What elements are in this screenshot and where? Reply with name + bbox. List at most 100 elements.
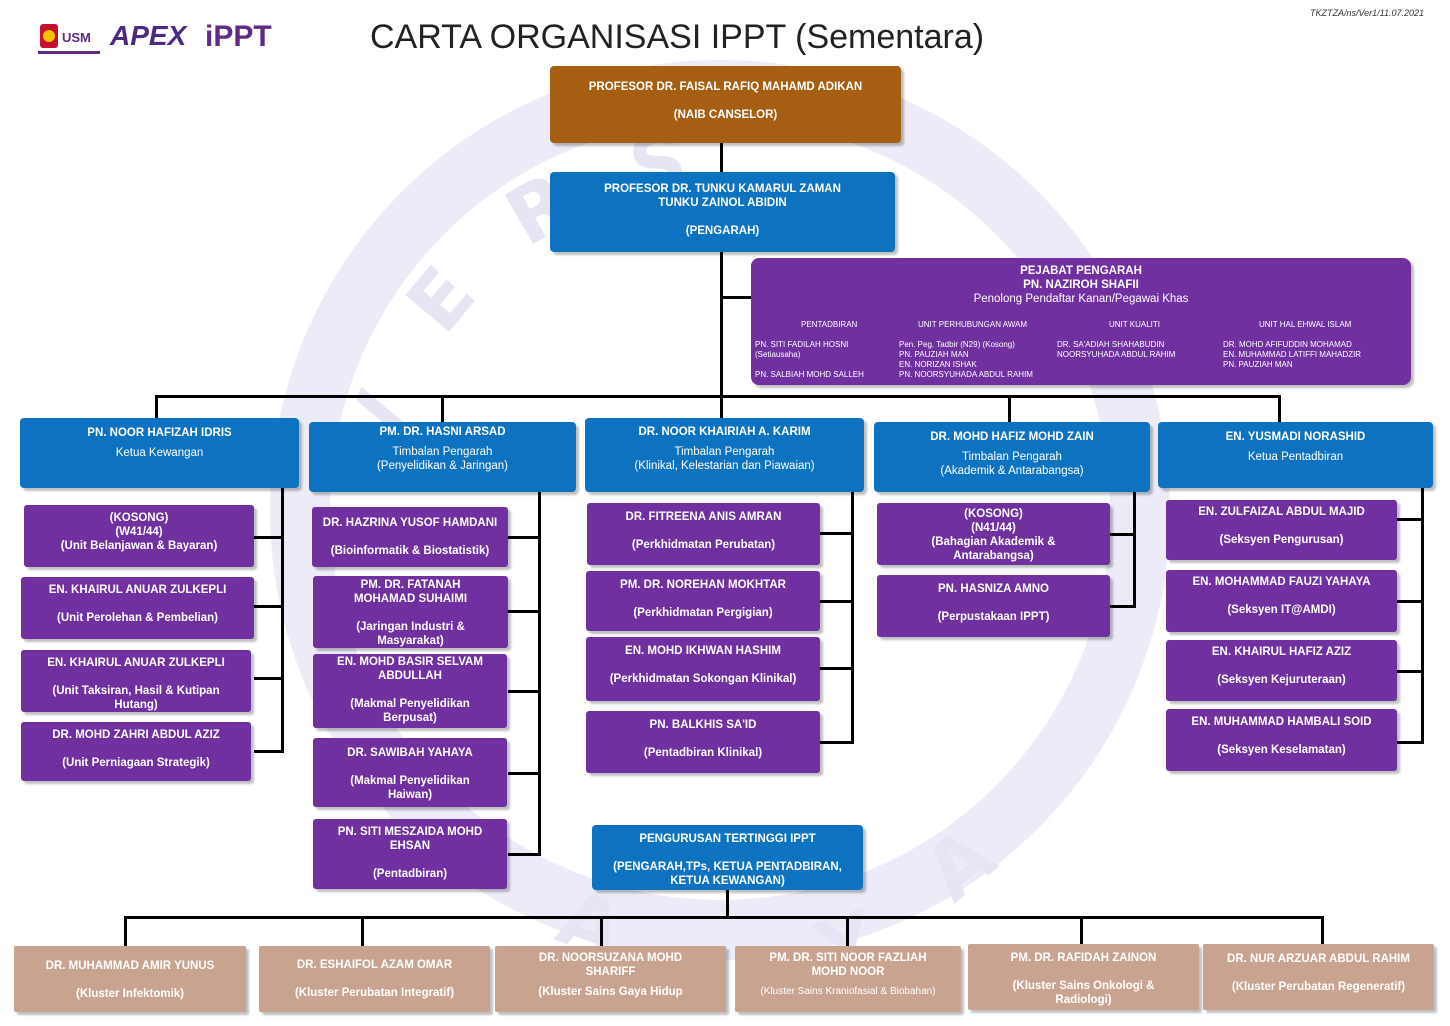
staff-box: EN. MUHAMMAD HAMBALI SOID (Seksyen Kesel… xyxy=(1166,709,1397,771)
office-heading: UNIT KUALITI xyxy=(1109,320,1160,329)
office-staff-list: DR. SA'ADIAH SHAHABUDIN NOORSYUHADA ABDU… xyxy=(1057,340,1175,360)
connector-line xyxy=(1110,605,1136,608)
person-name: PN. NOOR HAFIZAH IDRIS xyxy=(87,427,232,439)
connector-line xyxy=(508,610,541,613)
office-staff: PN. PAUZIAH MAN xyxy=(899,350,969,359)
connector-line xyxy=(155,395,1281,398)
office-staff: PN. NOORSYUHADA ABDUL RAHIM xyxy=(899,370,1033,379)
connector-line xyxy=(441,395,444,422)
connector-line xyxy=(820,532,854,535)
person-role: (Unit Perolehan & Pembelian) xyxy=(56,612,219,624)
connector-line xyxy=(281,488,284,752)
office-staff: DR. SA'ADIAH SHAHABUDIN xyxy=(1057,340,1165,349)
connector-line xyxy=(508,853,541,856)
person-role: (Seksyen IT@AMDI) xyxy=(1227,604,1336,616)
page-title: CARTA ORGANISASI IPPT (Sementara) xyxy=(370,18,985,56)
office-staff-list: PN. SITI FADILAH HOSNI (Setiausaha) PN. … xyxy=(755,340,864,380)
person-name: DR. NOOR KHAIRIAH A. KARIM xyxy=(638,426,811,438)
person-role: (Seksyen Kejuruteraan) xyxy=(1217,674,1346,686)
person-role: (PENGARAH,TPs, KETUA PENTADBIRAN, KETUA … xyxy=(613,861,842,887)
person-role: (Jaringan Industri & Masyarakat) xyxy=(356,621,465,647)
person-role: (Perkhidmatan Perubatan) xyxy=(631,539,776,551)
head-box: DR. MOHD HAFIZ MOHD ZAIN Timbalan Pengar… xyxy=(874,422,1150,492)
person-name: DR. ESHAIFOL AZAM OMAR xyxy=(296,959,453,971)
person-role: (Pentadbiran) xyxy=(372,868,448,880)
person-name: PN. SITI MESZAIDA MOHD EHSAN xyxy=(337,826,483,852)
staff-box: EN. MOHD BASIR SELVAM ABDULLAH (Makmal P… xyxy=(313,654,507,728)
connector-line xyxy=(720,296,752,299)
person-role: Ketua Pentadbiran xyxy=(1247,451,1344,463)
person-role: (Perkhidmatan Pergigian) xyxy=(633,607,773,619)
office-heading: UNIT PERHUBUNGAN AWAM xyxy=(918,320,1028,329)
person-role: (Kluster Sains Onkologi & Radiologi) xyxy=(1012,980,1155,1006)
person-role: Timbalan Pengarah (Klinikal, Kelestarian… xyxy=(634,446,815,472)
connector-line xyxy=(1397,741,1424,744)
cluster-box: DR. ESHAIFOL AZAM OMAR (Kluster Perubata… xyxy=(259,946,490,1012)
cluster-box: DR. NOORSUZANA MOHD SHARIFF (Kluster Sai… xyxy=(495,946,726,1012)
office-staff: PN. SALBIAH MOHD SALLEH xyxy=(755,370,864,379)
connector-line xyxy=(1080,916,1083,946)
person-name: PM. DR. HASNI ARSAD xyxy=(379,426,506,438)
person-role: (Kluster Perubatan Regeneratif) xyxy=(1231,981,1406,993)
staff-box: PM. DR. FATANAH MOHAMAD SUHAIMI (Jaringa… xyxy=(313,576,508,648)
person-name: PM. DR. FATANAH MOHAMAD SUHAIMI xyxy=(353,579,468,605)
office-staff: DR. MOHD AFIFUDDIN MOHAMAD xyxy=(1223,340,1352,349)
connector-line xyxy=(508,536,541,539)
director-box: PROFESOR DR. TUNKU KAMARUL ZAMAN TUNKU Z… xyxy=(550,172,895,252)
head-box: PN. NOOR HAFIZAH IDRIS Ketua Kewangan xyxy=(20,418,299,488)
connector-line xyxy=(720,143,723,172)
person-role: (Kluster Perubatan Integratif) xyxy=(294,987,455,999)
connector-line xyxy=(1397,670,1424,673)
person-name: PROFESOR DR. FAISAL RAFIQ MAHAMD ADIKAN xyxy=(588,81,863,93)
connector-line xyxy=(820,741,854,744)
usm-logo: USM xyxy=(38,22,100,56)
person-name: PROFESOR DR. TUNKU KAMARUL ZAMAN TUNKU Z… xyxy=(604,183,841,209)
head-box: DR. NOOR KHAIRIAH A. KARIM Timbalan Peng… xyxy=(585,418,864,492)
person-role: (Kluster Sains Gaya Hidup xyxy=(538,986,683,998)
top-management-box: PENGURUSAN TERTINGGI IPPT (PENGARAH,TPs,… xyxy=(592,825,863,890)
person-name: EN. MUHAMMAD HAMBALI SOID xyxy=(1191,716,1372,728)
person-name: PM. DR. NOREHAN MOKHTAR xyxy=(620,579,786,591)
staff-box: PN. BALKHIS SA'ID (Pentadbiran Klinikal) xyxy=(586,711,820,773)
staff-box: EN. KHAIRUL HAFIZ AZIZ (Seksyen Kejurute… xyxy=(1166,640,1397,701)
person-role: (Bioinformatik & Biostatistik) xyxy=(330,545,490,557)
person-name: EN. KHAIRUL HAFIZ AZIZ xyxy=(1211,646,1352,658)
connector-line xyxy=(851,492,854,744)
person-name: (KOSONG) (N41/44) xyxy=(964,508,1023,534)
connector-line xyxy=(254,605,284,608)
connector-line xyxy=(508,690,541,693)
person-role: (Makmal Penyelidikan Berpusat) xyxy=(350,698,470,724)
person-name: PN. BALKHIS SA'ID xyxy=(649,719,757,731)
staff-box: EN. ZULFAIZAL ABDUL MAJID (Seksyen Pengu… xyxy=(1166,500,1397,560)
connector-line xyxy=(508,772,541,775)
person-name: PN. HASNIZA AMNO xyxy=(938,583,1049,595)
person-role: (Perpustakaan IPPT) xyxy=(937,611,1050,623)
connector-line xyxy=(1421,488,1424,744)
staff-box: PN. HASNIZA AMNO (Perpustakaan IPPT) xyxy=(877,575,1110,637)
staff-box: (KOSONG) (W41/44) (Unit Belanjawan & Bay… xyxy=(24,505,254,567)
person-role: (Seksyen Keselamatan) xyxy=(1217,744,1346,756)
person-name: (KOSONG) (W41/44) xyxy=(109,512,169,538)
office-head-role: Penolong Pendaftar Kanan/Pegawai Khas xyxy=(973,293,1189,305)
office-staff: (Setiausaha) xyxy=(755,350,801,359)
connector-line xyxy=(254,677,284,680)
office-head-name: PN. NAZIROH SHAFII xyxy=(1023,279,1139,291)
person-name: EN. KHAIRUL ANUAR ZULKEPLI xyxy=(48,584,227,596)
connector-line xyxy=(720,252,723,398)
person-role: (NAIB CANSELOR) xyxy=(673,109,778,121)
person-role: (Bahagian Akademik & Antarabangsa) xyxy=(931,536,1056,562)
svg-text:USM: USM xyxy=(62,30,91,45)
person-role: (Kluster Sains Kraniofasial & Biobahan) xyxy=(760,986,936,997)
connector-line xyxy=(1321,916,1324,946)
connector-line xyxy=(820,667,854,670)
person-role: (Makmal Penyelidikan Haiwan) xyxy=(350,775,470,801)
staff-box: PN. SITI MESZAIDA MOHD EHSAN (Pentadbira… xyxy=(313,819,507,889)
person-role: (Unit Belanjawan & Bayaran) xyxy=(60,540,218,552)
office-staff-list: DR. MOHD AFIFUDDIN MOHAMAD EN. MUHAMMAD … xyxy=(1223,340,1361,370)
person-name: EN. MOHAMMAD FAUZI YAHAYA xyxy=(1192,576,1371,588)
person-role: (Unit Perniagaan Strategik) xyxy=(62,757,210,769)
connector-line xyxy=(124,916,127,946)
person-name: DR. SAWIBAH YAHAYA xyxy=(347,747,473,759)
staff-box: PM. DR. NOREHAN MOKHTAR (Perkhidmatan Pe… xyxy=(586,571,820,631)
person-role: (PENGARAH) xyxy=(685,225,760,237)
